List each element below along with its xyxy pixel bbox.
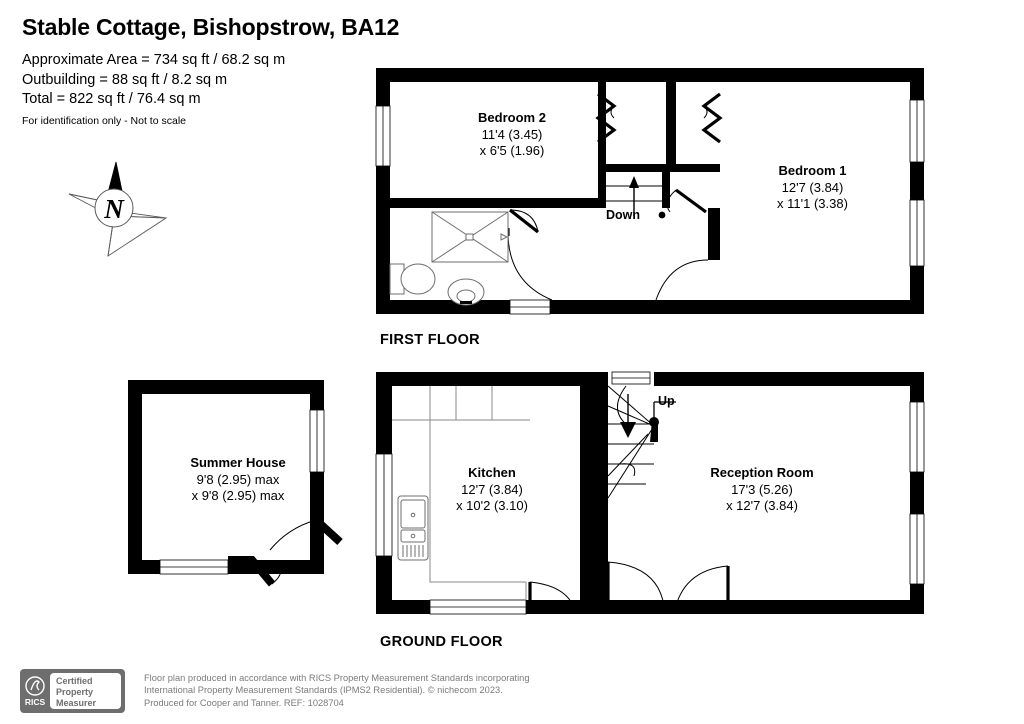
first-floor-label: FIRST FLOOR (380, 332, 480, 348)
room-label-reception: Reception Room 17'3 (5.26) x 12'7 (3.84) (672, 465, 852, 515)
bedroom1-dim-2: x 11'1 (3.38) (777, 196, 848, 211)
rics-certification-badge: RICS Certified Property Measurer (20, 669, 125, 713)
cooker-appliance (397, 495, 429, 561)
footer-line-1: Floor plan produced in accordance with R… (144, 673, 530, 683)
stair-down-label: Down (606, 208, 641, 222)
page-title: Stable Cottage, Bishopstrow, BA12 (22, 14, 400, 40)
summer-house-doors (228, 496, 343, 587)
room-label-kitchen: Kitchen 12'7 (3.84) x 10'2 (3.10) (404, 465, 580, 515)
badge-line-1: Certified (56, 676, 93, 686)
ground-floor-doors (528, 561, 730, 615)
bedroom1-name: Bedroom 1 (778, 163, 847, 178)
down-arrow-head (629, 176, 639, 188)
wardrobe-doors (595, 92, 723, 144)
stair-up-label: Up (658, 394, 675, 408)
bedroom2-dim-1: 11'4 (3.45) (481, 126, 543, 142)
kitchen-dim-1: 12'7 (3.84) (461, 481, 523, 497)
stairs-down (606, 176, 666, 219)
summerhouse-dim-2: x 9'8 (2.95) max (191, 488, 285, 503)
kitchen-units (392, 386, 530, 600)
stairs-up (607, 385, 676, 499)
summer-house-plan (128, 380, 343, 587)
footer-line-3: Produced for Cooper and Tanner. REF: 102… (144, 697, 344, 708)
bedroom2-name: Bedroom 2 (478, 110, 546, 125)
room-label-bedroom1: Bedroom 1 12'7 (3.84) x 11'1 (3.38) (725, 163, 900, 213)
room-label-bedroom2: Bedroom 2 11'4 (3.45) x 6'5 (1.96) (422, 110, 602, 160)
kitchen-dim-2: x 10'2 (3.10) (456, 498, 528, 513)
bedroom1-dim-1: 12'7 (3.84) (781, 179, 844, 195)
basin-fixture (447, 278, 485, 306)
first-floor-walls (376, 68, 924, 314)
badge-line-3: Measurer (56, 698, 97, 708)
first-floor-windows (375, 99, 925, 315)
room-label-summerhouse: Summer House 9'8 (2.95) max x 9'8 (2.95)… (150, 455, 326, 505)
compass-north-letter: N (103, 194, 125, 224)
reception-name: Reception Room (710, 465, 814, 480)
summerhouse-name: Summer House (190, 455, 286, 470)
header-block: Stable Cottage, Bishopstrow, BA12 Approx… (22, 12, 452, 138)
compass-rose: N (56, 156, 176, 266)
total-area-line: Total = 822 sq ft / 76.4 sq m (22, 91, 201, 107)
badge-line-2: Property (56, 687, 93, 697)
summer-house-walls (128, 380, 324, 574)
ground-floor-windows (375, 371, 925, 615)
toilet-fixture (389, 263, 436, 295)
reception-dim-1: 17'3 (5.26) (731, 481, 793, 497)
kitchen-name: Kitchen (468, 465, 516, 480)
stair-direction-arrow (620, 422, 636, 438)
summerhouse-dim-1: 9'8 (2.95) max (196, 471, 280, 487)
approximate-area-line: Approximate Area = 734 sq ft / 68.2 sq m (22, 52, 286, 68)
footer-line-2: International Property Measurement Stand… (144, 685, 503, 696)
bedroom2-dim-2: x 6'5 (1.96) (479, 143, 545, 158)
disclaimer-text: For identification only - Not to scale (22, 114, 186, 127)
footer-block: RICS Certified Property Measurer Floor p… (20, 667, 540, 717)
ground-floor-walls (376, 372, 924, 614)
ground-floor-label: GROUND FLOOR (380, 634, 503, 650)
rics-mark: RICS (25, 697, 46, 707)
ground-floor-plan (375, 371, 925, 615)
reception-dim-2: x 12'7 (3.84) (726, 498, 798, 513)
footer-disclaimer: Floor plan produced in accordance with R… (144, 672, 544, 709)
bathroom-fixtures (389, 211, 509, 306)
rics-emblem-icon (25, 676, 45, 696)
outbuilding-area-line: Outbuilding = 88 sq ft / 8.2 sq m (22, 71, 228, 88)
first-floor-plan (375, 68, 925, 315)
